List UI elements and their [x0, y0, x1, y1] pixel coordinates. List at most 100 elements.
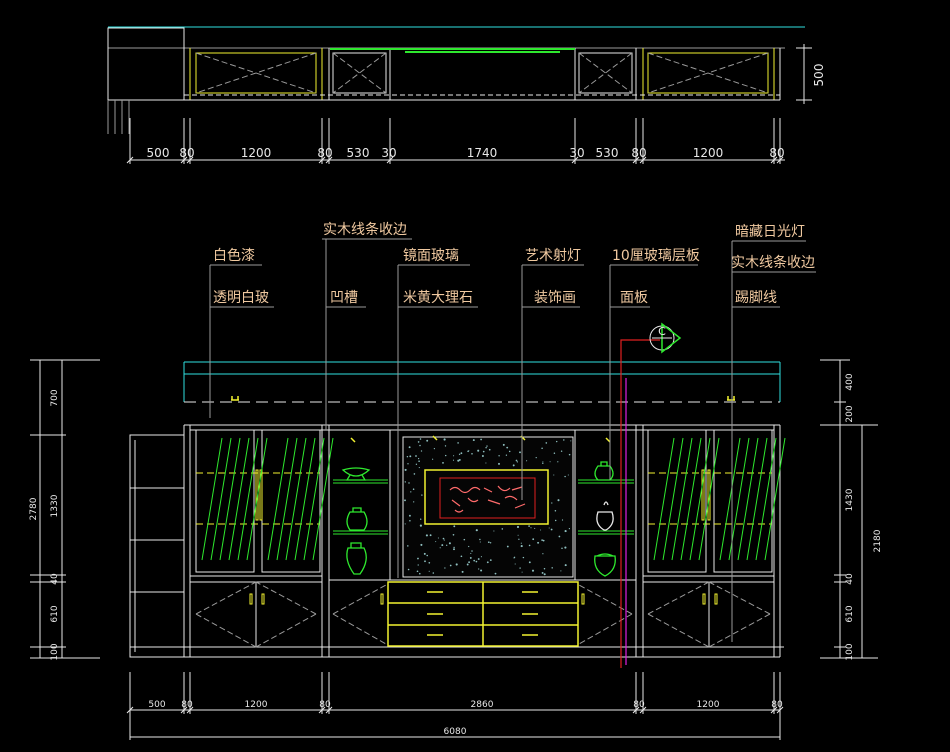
glass-shelves — [333, 479, 634, 535]
marble-speck — [439, 547, 441, 549]
marble-speck — [563, 439, 565, 441]
elev-tick-slash — [776, 706, 784, 714]
marble-speck — [428, 561, 431, 564]
marble-speck — [418, 467, 420, 469]
elev-tick-slash — [632, 706, 640, 714]
marble-speck — [551, 502, 553, 504]
lower-cabinets — [195, 581, 771, 648]
glass-hatch-line — [662, 437, 684, 561]
glass-hatch-line — [671, 437, 693, 561]
marble-speck — [522, 556, 525, 559]
label-spotlight: 艺术射灯 — [525, 248, 581, 264]
plan-dim-3: 1200 — [241, 146, 272, 160]
marble-speck — [475, 529, 478, 532]
left-dim-2: 1330 — [50, 494, 60, 517]
marble-speck — [531, 569, 535, 572]
marble-speck — [480, 556, 482, 558]
marble-speck — [480, 569, 483, 572]
marble-speck — [534, 527, 536, 529]
marble-speck — [420, 518, 422, 520]
marble-speck — [570, 440, 572, 442]
plan-dim-6: 30 — [381, 146, 396, 160]
marble-speck — [542, 553, 544, 555]
marble-speck — [433, 448, 435, 450]
marble-speck — [419, 572, 421, 575]
elev-dim-6: 80 — [633, 700, 645, 710]
marble-speck — [404, 468, 407, 471]
marble-speck — [518, 538, 520, 540]
marble-speck — [452, 459, 455, 461]
marble-speck — [532, 538, 535, 541]
marble-speck — [404, 499, 406, 502]
glass-hatch-line — [755, 437, 777, 561]
marble-speck — [505, 454, 508, 456]
plan-tick-slash — [386, 156, 394, 164]
marble-speck — [418, 458, 420, 460]
marble-speck — [564, 564, 567, 567]
marble-speck — [449, 564, 452, 567]
glass-hatch-line — [698, 437, 720, 561]
label-groove: 凹槽 — [330, 290, 358, 306]
label-panel: 面板 — [620, 290, 648, 306]
marble-speck — [423, 552, 426, 555]
marble-speck — [489, 542, 492, 544]
marble-speck — [417, 558, 419, 560]
plan-dim-4: 80 — [317, 146, 332, 160]
label-marble: 米黄大理石 — [403, 289, 473, 306]
glass-hatch-line — [201, 437, 223, 561]
marble-speck — [549, 461, 551, 463]
marble-speck — [560, 450, 563, 452]
marble-speck — [568, 528, 570, 530]
label-leaders — [209, 238, 816, 642]
marble-speckles — [404, 438, 572, 576]
marble-speck — [426, 554, 429, 557]
marble-speck — [404, 481, 406, 483]
marble-speck — [485, 462, 487, 464]
marble-speck — [543, 567, 546, 570]
label-skirting: 踢脚线 — [735, 290, 777, 306]
plan-tick-slash — [126, 156, 134, 164]
vase-right-middle — [596, 501, 614, 531]
left-total: 2780 — [29, 497, 39, 520]
left-dim-1: 700 — [50, 389, 60, 406]
marble-speck — [409, 519, 411, 522]
marble-speck — [542, 461, 544, 463]
left-dim-4: 610 — [50, 605, 60, 622]
glass-hatch-line — [764, 437, 786, 561]
elevation-dim-labels: 500 80 1200 80 2860 80 1200 80 6080 700 … — [29, 373, 883, 737]
plan-dim-9: 530 — [596, 146, 619, 160]
marble-speck — [442, 462, 444, 464]
glass-hatch-line — [680, 437, 702, 561]
marble-speck — [416, 570, 419, 573]
marble-speck — [469, 556, 472, 559]
glass-hatch-line — [237, 437, 259, 561]
marble-speck — [537, 541, 540, 544]
plan-dim-11: 1200 — [693, 146, 724, 160]
elev-tick-slash — [180, 706, 188, 714]
marble-speck — [515, 459, 518, 462]
marble-speck — [455, 563, 458, 566]
label-white-paint: 白色漆 — [213, 247, 255, 264]
marble-speck — [407, 545, 409, 547]
marble-speck — [453, 548, 455, 551]
right-dim-2: 200 — [845, 405, 855, 422]
elev-tick-slash — [126, 706, 134, 714]
glass-hatch-line — [746, 437, 768, 561]
spotlights — [231, 396, 735, 443]
glass-hatch-line — [267, 437, 289, 561]
marble-speck — [420, 450, 423, 452]
marble-speck — [557, 461, 559, 463]
marble-speck — [415, 455, 417, 457]
marble-speck — [404, 523, 406, 525]
marble-speck — [478, 568, 480, 570]
marble-speck — [421, 494, 423, 496]
marble-speck — [528, 525, 530, 527]
marble-speck — [530, 527, 532, 529]
label-wood-trim-left: 实木线条收边 — [323, 221, 407, 238]
right-dim-5: 610 — [845, 605, 855, 622]
plan-tick-slash — [632, 156, 640, 164]
marble-speck — [452, 533, 455, 536]
plan-tick-slash — [180, 156, 188, 164]
marble-speck — [426, 439, 429, 442]
plan-tick-slash — [325, 156, 333, 164]
